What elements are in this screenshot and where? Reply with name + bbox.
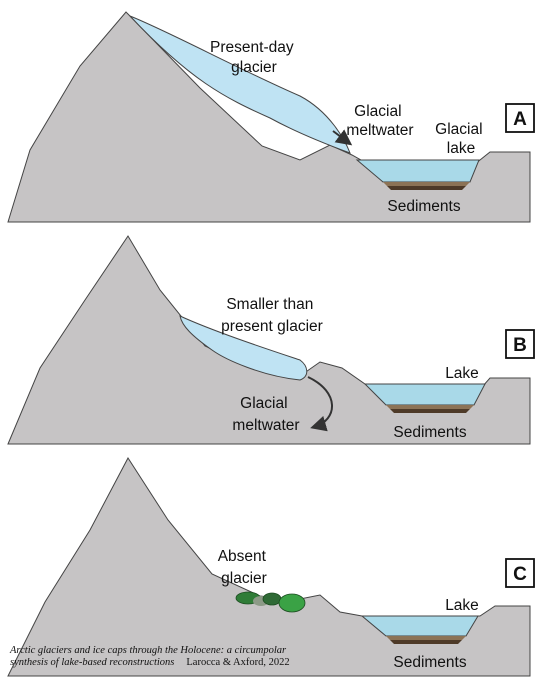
meltwater-arrow-a bbox=[332, 129, 353, 146]
caption-title-line2: synthesis of lake-based reconstructions bbox=[10, 657, 175, 668]
panel-letter-c: C bbox=[513, 564, 527, 585]
source-caption: Arctic glaciers and ice caps through the… bbox=[10, 645, 290, 669]
glacier-label-b: Smaller than present glacier bbox=[221, 296, 323, 335]
meltwater-label-b: Glacial meltwater bbox=[232, 395, 299, 434]
meltwater-label-a: Glacial meltwater bbox=[346, 103, 413, 139]
lake-label-b: Lake bbox=[445, 365, 479, 382]
sediments-label-b: Sediments bbox=[393, 424, 466, 441]
lake-label-a: Glacial lake bbox=[435, 121, 487, 157]
panel-letter-b: B bbox=[513, 335, 527, 356]
vegetation-c bbox=[235, 591, 306, 613]
panel-letter-a: A bbox=[513, 109, 527, 130]
meltwater-arrow-b bbox=[307, 376, 333, 432]
sediments-label-a: Sediments bbox=[387, 198, 460, 215]
panel-letter-box-c bbox=[505, 558, 535, 588]
sediments-b bbox=[386, 405, 474, 413]
lake-b bbox=[363, 383, 486, 406]
panel-b: Smaller than present glacier Glacial mel… bbox=[7, 235, 535, 445]
panel-letter-box-a bbox=[505, 103, 535, 133]
panel-c: Absent glacier Lake Sediments C bbox=[7, 457, 535, 677]
glacier-b bbox=[179, 315, 308, 381]
caption-title-line1: Arctic glaciers and ice caps through the… bbox=[10, 645, 287, 656]
caption-line2: synthesis of lake-based reconstructions L… bbox=[10, 657, 290, 669]
caption-authors: Larocca & Axford, 2022 bbox=[186, 657, 290, 668]
panel-letter-box-b bbox=[505, 329, 535, 359]
glacier-a bbox=[129, 15, 351, 154]
panel-a: Present-day glacier Glacial meltwater Gl… bbox=[7, 11, 535, 223]
lake-label-c: Lake bbox=[445, 597, 479, 614]
glacier-label-a: Present-day glacier bbox=[210, 39, 298, 76]
glacier-label-c: Absent glacier bbox=[218, 548, 271, 587]
sediments-label-c: Sediments bbox=[393, 654, 466, 671]
sediments-a bbox=[383, 182, 470, 190]
sediments-c bbox=[386, 636, 466, 644]
